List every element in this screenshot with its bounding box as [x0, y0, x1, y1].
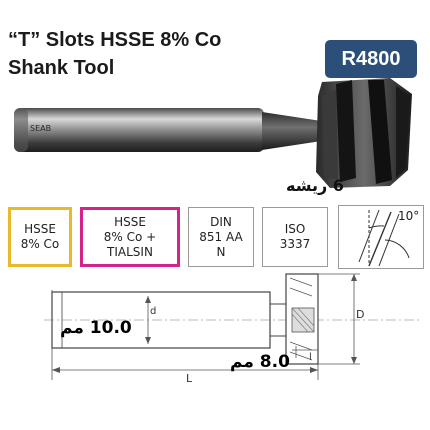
product-title: “T” Slots HSSE 8% Co Shank Tool — [8, 26, 268, 82]
tool-shank — [14, 108, 264, 152]
spec-coating-line-1: HSSE — [114, 214, 146, 229]
helix-angle-icon — [358, 209, 410, 267]
spec-material-line-1: HSSE — [24, 222, 56, 236]
spec-material-box: HSSE 8% Co — [8, 207, 72, 267]
spec-coating-line-2: 8% Co + — [103, 229, 157, 244]
helix-angle-box — [338, 205, 424, 269]
tool-neck — [262, 112, 328, 150]
flutes-label: 6 ريشه — [286, 176, 344, 195]
spec-din-line-3: N — [216, 244, 226, 259]
shank-diameter-measure: 10.0 مم — [60, 318, 132, 338]
dim-label-l: l — [309, 352, 312, 363]
spec-iso-line-2: 3337 — [279, 237, 311, 251]
spec-iso-line-1: ISO — [284, 222, 306, 236]
dim-label-L: L — [186, 372, 193, 385]
product-code-badge: R4800 — [325, 40, 417, 78]
cutting-length-measure: 8.0 مم — [230, 352, 290, 372]
spec-coating-line-3: TIALSIN — [107, 244, 153, 259]
spec-din-box: DIN 851 AA N — [188, 207, 254, 267]
drawing-cutting-head — [285, 273, 319, 365]
spec-coating-box: HSSE 8% Co + TIALSIN — [80, 207, 180, 267]
spec-material-line-2: 8% Co — [20, 237, 60, 251]
dim-label-d: d — [150, 306, 157, 317]
dim-label-D: D — [356, 308, 365, 321]
technical-drawing — [44, 273, 420, 380]
tool-cutting-head — [316, 78, 412, 188]
title-line-1: “T” Slots HSSE 8% Co — [8, 29, 222, 51]
spec-din-line-2: 851 AA — [199, 229, 243, 244]
title-line-2: Shank Tool — [8, 57, 115, 79]
spec-din-line-1: DIN — [210, 214, 232, 229]
brand-mark: SEAB — [30, 124, 52, 133]
helix-angle-label: 10° — [398, 209, 420, 223]
spec-iso-box: ISO 3337 — [262, 207, 328, 267]
tool-photo — [14, 78, 412, 188]
